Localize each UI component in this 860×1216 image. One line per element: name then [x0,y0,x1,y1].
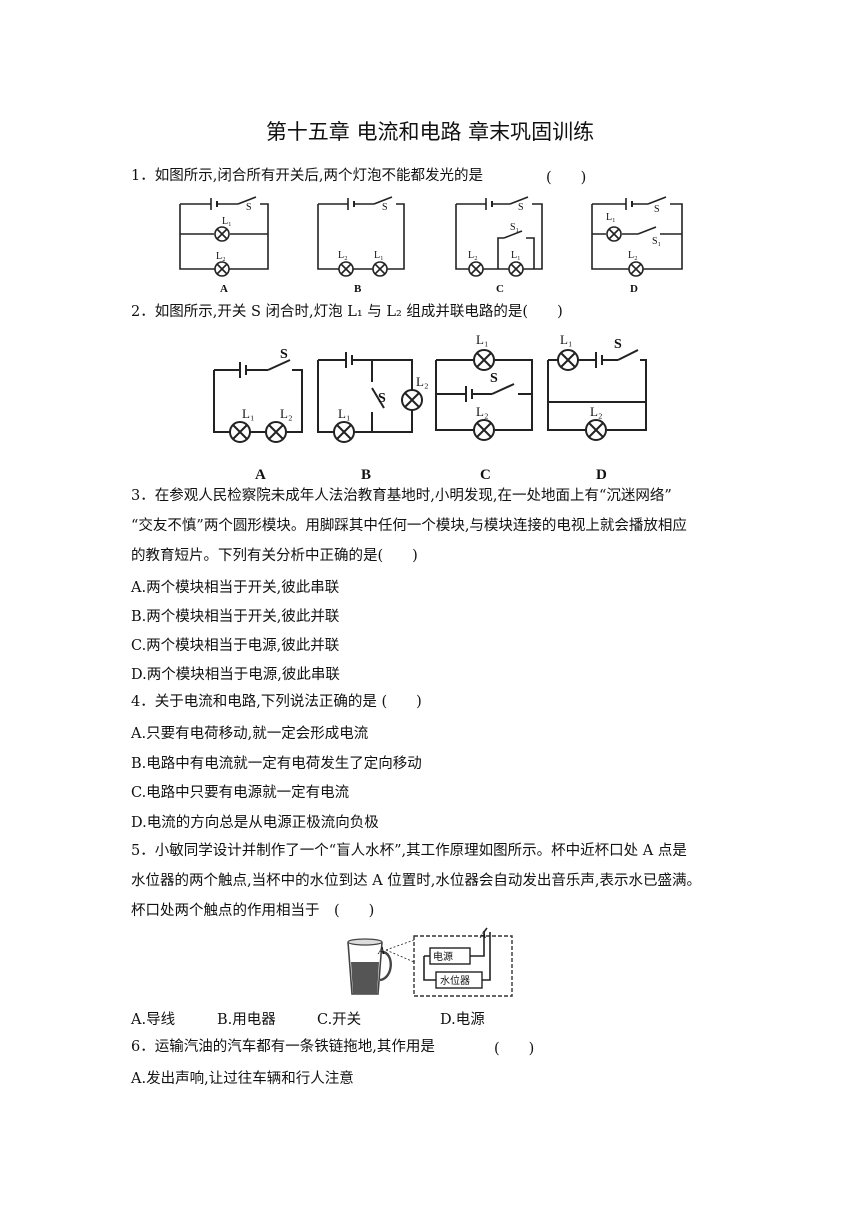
q2-stem: 2．如图所示,开关 S 闭合时,灯泡 L₁ 与 L₂ 组成并联电路的是( ) [131,304,563,320]
q3-option-d[interactable]: D.两个模块相当于电源,彼此串联 [131,667,340,683]
q5-level-label: 水位器 [440,974,470,987]
q2d-l1-label: L₁ [560,332,572,347]
q5-option-d[interactable]: D.电源 [440,1012,485,1028]
q6-stem: 6．运输汽油的汽车都有一条铁链拖地,其作用是 [131,1039,435,1055]
q1d-s-label: S [654,204,660,215]
q3-line3: 的教育短片。下列有关分析中正确的是( ) [131,548,418,564]
q3-option-b[interactable]: B.两个模块相当于开关,彼此并联 [131,609,340,625]
q2-circuit-b: S L₂ L₁ B [317,352,428,483]
q1-circuit-a: S L₁ L₂ A [179,196,269,295]
q1d-label: D [630,283,638,295]
q3-line2: “交友不慎”两个圆形模块。用脚踩其中任何一个模块,与模块连接的电视上就会播放相应 [131,518,687,534]
q2d-s-label: S [614,337,622,352]
q5-power-label: 电源 [433,950,453,963]
q1b-label: B [354,283,362,295]
q1-circuit-c: S S₁ L₂ L₁ C [455,196,543,295]
q1c-label: C [496,283,504,295]
q5-figure: A A 电源 水位器 [347,927,513,997]
q2a-label: A [255,467,266,483]
q2d-l2-label: L₂ [590,404,602,419]
q1d-l2-label: L₂ [628,250,638,261]
q1c-l2-label: L₂ [468,250,478,261]
q2d-label: D [596,467,607,483]
q1a-l1-label: L₁ [222,216,232,227]
q5-line1: 5．小敏同学设计并制作了一个“盲人水杯”,其工作原理如图所示。杯中近杯口处 A … [131,843,687,859]
q2a-l2-label: L₂ [280,406,292,421]
q4-option-b[interactable]: B.电路中有电流就一定有电荷发生了定向移动 [131,756,422,772]
q1a-s-label: S [246,202,252,213]
q2b-s-label: S [378,391,386,406]
q1a-l2-label: L₂ [216,251,226,262]
q5-option-c[interactable]: C.开关 [317,1012,362,1028]
q1-circuit-b: S L₂ L₁ B [317,196,405,295]
q1-circuit-d: S L₁ S₁ L₂ D [591,196,683,295]
q6-option-a[interactable]: A.发出声响,让过往车辆和行人注意 [131,1071,354,1087]
page-title: 第十五章 电流和电路 章末巩固训练 [265,120,595,144]
q1b-l1-label: L₁ [374,250,384,261]
q5-line2: 水位器的两个触点,当杯中的水位到达 A 位置时,水位器会自动发出音乐声,表示水已… [131,873,702,889]
q2-circuit-c: L₁ S L₂ C [435,332,533,483]
q2c-s-label: S [490,371,498,386]
q2a-s-label: S [280,347,288,362]
q2c-label: C [480,467,491,483]
q1c-s-label: S [518,202,524,213]
q1c-s1-label: S₁ [510,222,519,233]
q1-answer-paren[interactable]: ( ) [546,170,587,186]
q1-stem: 1．如图所示,闭合所有开关后,两个灯泡不能都发光的是 [131,168,483,184]
q5-point-a-cup: A [377,945,385,957]
q2b-l2-label: L₂ [416,374,428,389]
q5-option-b[interactable]: B.用电器 [217,1012,276,1028]
q6-answer-paren[interactable]: ( ) [494,1041,535,1057]
q3-line1: 3．在参观人民检察院未成年人法治教育基地时,小明发现,在一处地面上有“沉迷网络” [131,488,672,504]
q5-line3: 杯口处两个触点的作用相当于 ( ) [131,903,375,919]
q2-circuit-d: L₁ S L₂ D [547,332,647,483]
q2a-l1-label: L₁ [242,406,254,421]
q4-stem: 4．关于电流和电路,下列说法正确的是 ( ) [131,694,422,710]
q3-option-c[interactable]: C.两个模块相当于电源,彼此并联 [131,638,340,654]
q2c-l2-label: L₂ [476,404,488,419]
q4-option-a[interactable]: A.只要有电荷移动,就一定会形成电流 [131,726,369,742]
q2c-l1-label: L₁ [476,332,488,347]
q1b-s-label: S [382,202,388,213]
q5-option-a[interactable]: A.导线 [131,1012,176,1028]
q1c-l1-label: L₁ [511,250,521,261]
q2-circuit-a: S L₁ L₂ A [213,347,303,483]
q5-point-a-switch: A [479,930,487,941]
q2b-l1-label: L₁ [338,406,350,421]
q4-option-c[interactable]: C.电路中只要有电源就一定有电流 [131,785,350,801]
q3-option-a[interactable]: A.两个模块相当于开关,彼此串联 [131,580,340,596]
q1d-s1-label: S₁ [652,236,661,247]
q1b-l2-label: L₂ [338,250,348,261]
q4-option-d[interactable]: D.电流的方向总是从电源正极流向负极 [131,815,379,831]
q1d-l1-label: L₁ [606,212,616,223]
q2b-label: B [361,467,371,483]
q1a-label: A [220,283,228,295]
